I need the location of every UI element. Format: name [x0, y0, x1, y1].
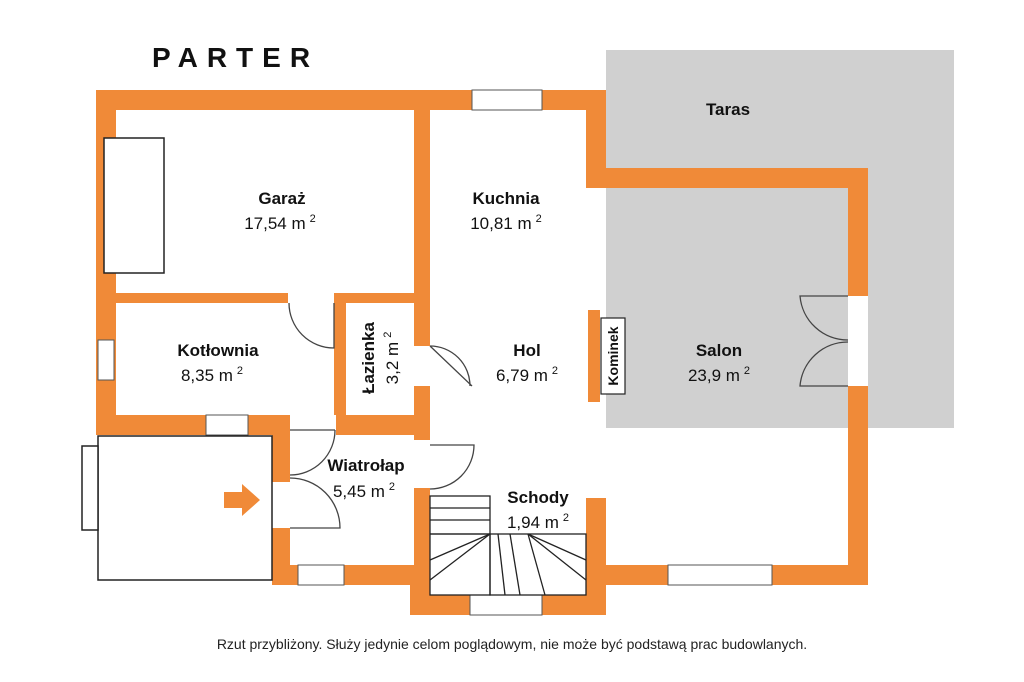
room-name-wiatrolap: Wiatrołap — [327, 456, 404, 475]
area-value: 1,94 m — [507, 513, 559, 532]
room-name-garaz: Garaż — [258, 189, 305, 208]
room-name-kuchnia: Kuchnia — [472, 189, 540, 208]
fireplace-label: Kominek — [605, 326, 621, 385]
stairs — [429, 495, 587, 596]
area-unit-sup: 2 — [563, 512, 569, 524]
area-unit-sup: 2 — [389, 481, 395, 493]
room-area-kotlownia: 8,35 m 2 — [181, 365, 243, 385]
room-name-salon: Salon — [696, 341, 742, 360]
windows — [97, 89, 773, 616]
area-unit-sup: 2 — [237, 365, 243, 377]
garage-door-box — [103, 137, 165, 274]
area-value: 8,35 m — [181, 366, 233, 385]
area-value: 17,54 m — [244, 214, 305, 233]
area-value: 10,81 m — [470, 214, 531, 233]
area-unit-sup: 2 — [382, 332, 394, 338]
area-unit-sup: 2 — [744, 365, 750, 377]
room-area-garaz: 17,54 m 2 — [244, 213, 316, 233]
area-unit-sup: 2 — [536, 213, 542, 225]
door-swings — [288, 295, 849, 529]
room-area-lazienka: 3,2 m 2 — [382, 332, 402, 385]
area-unit-sup: 2 — [552, 365, 558, 377]
room-area-salon: 23,9 m 2 — [688, 365, 750, 385]
disclaimer-text: Rzut przybliżony. Służy jedynie celom po… — [216, 636, 808, 652]
porch-step — [81, 445, 99, 531]
room-area-kuchnia: 10,81 m 2 — [470, 213, 542, 233]
floor-title: PARTER — [152, 42, 320, 73]
fireplace-base — [588, 310, 600, 402]
area-value: 23,9 m — [688, 366, 740, 385]
terrace-area — [606, 50, 954, 428]
room-name-schody: Schody — [507, 488, 569, 507]
room-name-hol: Hol — [513, 341, 540, 360]
room-area-schody: 1,94 m 2 — [507, 512, 569, 532]
area-value: 6,79 m — [496, 366, 548, 385]
area-unit-sup: 2 — [310, 213, 316, 225]
room-name-lazienka: Łazienka — [359, 322, 378, 394]
area-value: 5,45 m — [333, 482, 385, 501]
room-name-kotlownia: Kotłownia — [177, 341, 259, 360]
room-area-wiatrolap: 5,45 m 2 — [333, 481, 395, 501]
door-openings — [272, 293, 868, 528]
fireplace-label-box — [600, 317, 626, 395]
room-area-hol: 6,79 m 2 — [496, 365, 558, 385]
area-value: 3,2 m — [383, 342, 402, 385]
terrace-label: Taras — [706, 100, 750, 119]
entrance-arrow-icon — [224, 484, 260, 516]
